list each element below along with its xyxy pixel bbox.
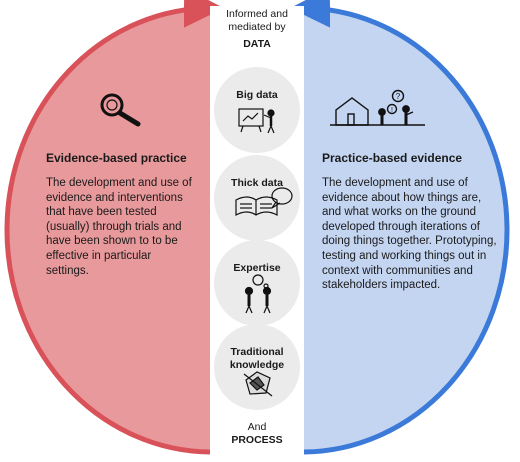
center-top-caption: Informed and mediated by DATA (210, 8, 304, 51)
right-description: The development and use of evidence abou… (322, 177, 497, 292)
chip-traditional-knowledge-label: Traditional knowledge (207, 346, 307, 372)
chip-expertise-circle (214, 240, 300, 326)
chip-big-data-label: Big data (236, 89, 278, 101)
open-book-speech-icon (235, 187, 293, 217)
chip-traditional-knowledge-circle (214, 324, 300, 410)
right-arc-arrow (290, 0, 510, 455)
svg-text:?: ? (396, 92, 401, 101)
community-house-people-icon: ? ! (330, 89, 425, 126)
svg-text:!: ! (391, 107, 393, 114)
left-arc-arrow (4, 0, 224, 455)
left-description: The development and use of evidence and … (46, 177, 192, 277)
knowledge-map-icon (243, 371, 273, 397)
left-title: Evidence-based practice (46, 151, 187, 165)
right-half-fill (304, 8, 509, 452)
chip-expertise-label: Expertise (233, 262, 281, 274)
right-title: Practice-based evidence (322, 151, 463, 165)
center-bottom-line: And (247, 421, 267, 433)
left-half-fill (5, 8, 210, 452)
center-bottom-strong: PROCESS (231, 434, 283, 446)
chip-thick-data-circle (214, 155, 300, 241)
chip-thick-data-label: Thick data (231, 177, 283, 189)
presentation-chart-icon (238, 108, 275, 134)
chip-traditional-label-line1: Traditional (230, 346, 284, 358)
center-top-line2: mediated by (228, 21, 286, 33)
center-top-line1: Informed and (226, 8, 288, 20)
center-bottom-caption: And PROCESS (210, 421, 304, 447)
magnifying-glass-icon (100, 93, 141, 127)
center-top-strong: DATA (243, 38, 271, 50)
two-people-discussion-icon (244, 274, 272, 314)
chip-big-data-circle (214, 67, 300, 153)
chip-traditional-label-line2: knowledge (229, 359, 285, 371)
